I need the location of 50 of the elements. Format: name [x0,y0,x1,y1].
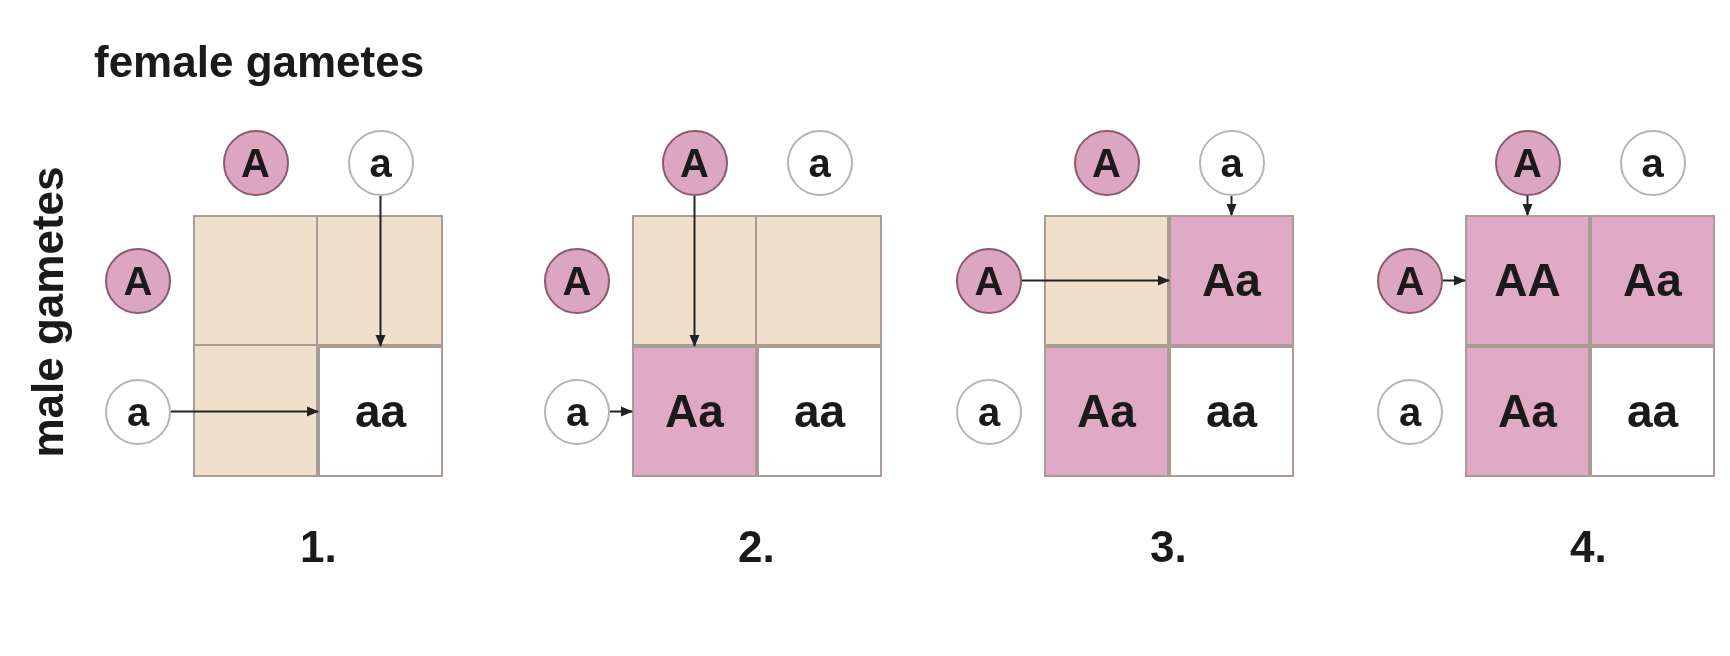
panel-number: 3. [1150,525,1187,569]
punnett-cell [1044,346,1169,477]
allele-letter: a [1220,143,1243,183]
allele-letter: a [565,391,589,432]
arrow [170,406,319,417]
punnett-cell [757,346,882,477]
allele-letter: A [1092,143,1121,183]
allele-letter: a [977,391,1001,432]
punnett-cell [632,346,757,477]
genotype-text: Aa [1077,384,1136,439]
allele-letter: A [123,260,153,301]
genotype-text: aa [1626,384,1679,439]
allele-letter: a [126,391,150,432]
genotype-text: Aa [665,384,724,439]
allele-letter: A [680,143,709,183]
axis-title: male gametes [26,165,70,460]
allele-letter: A [562,260,592,301]
allele-letter: A [241,143,270,183]
allele-letter: a [808,143,831,183]
punnett-cell [318,346,443,477]
punnett-cell [1590,215,1715,346]
arrow [1442,275,1466,286]
genotype-text: aa [793,384,846,439]
punnett-cell [1590,346,1715,477]
punnett-cell [1169,346,1294,477]
allele-letter: a [1398,391,1422,432]
genotype-text: Aa [1623,253,1682,308]
arrow [609,406,633,417]
punnett-cell [1465,346,1590,477]
genotype-text: Aa [1202,253,1261,308]
panel-number: 1. [300,525,337,569]
arrow [1226,195,1237,216]
punnett-cell [1465,215,1590,346]
allele-letter: a [369,143,392,183]
genotype-text: aa [1205,384,1258,439]
allele-letter: A [1395,260,1425,301]
punnett-cell [1169,215,1294,346]
arrow [1522,195,1533,216]
arrow [1021,275,1170,286]
allele-letter: A [1513,143,1542,183]
genotype-text: Aa [1498,384,1557,439]
arrow [689,195,700,347]
axis-title: female gametes [94,40,425,84]
genotype-text: AA [1494,253,1561,308]
allele-letter: a [1641,143,1664,183]
arrow [375,195,386,347]
panel-number: 4. [1570,525,1607,569]
genotype-text: aa [354,384,407,439]
panel-number: 2. [738,525,775,569]
allele-letter: A [974,260,1004,301]
